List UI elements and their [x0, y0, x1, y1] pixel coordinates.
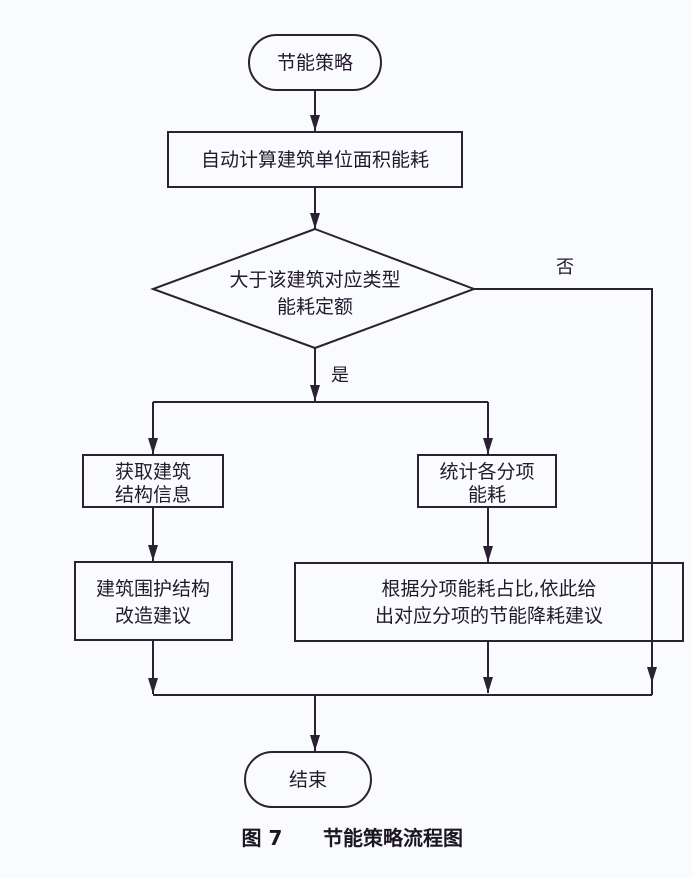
- arrowhead-icon: [647, 667, 657, 683]
- figure-caption: 节能策略流程图: [323, 826, 463, 850]
- start-label: 节能策略: [277, 52, 353, 74]
- decision-label-line-1: 大于该建筑对应类型: [229, 269, 400, 291]
- stat-items-label-line-2: 能耗: [468, 484, 506, 506]
- figure-number: 图 7: [242, 826, 283, 850]
- get-structure-label-line-1: 获取建筑: [115, 461, 191, 483]
- item-advice-label-line-2: 出对应分项的节能降耗建议: [375, 605, 603, 627]
- get-structure-label-line-2: 结构信息: [115, 484, 191, 506]
- envelope-advice-box: 建筑围护结构 改造建议: [74, 561, 233, 641]
- stat-items-label-line-1: 统计各分项: [439, 461, 534, 483]
- item-advice-label-line-1: 根据分项能耗占比,依此给: [381, 578, 596, 600]
- envelope-advice-label-line-1: 建筑围护结构: [96, 578, 210, 600]
- yes-label: 是: [331, 365, 349, 386]
- arrowhead-icon: [148, 678, 158, 694]
- get-structure-box: 获取建筑 结构信息: [82, 454, 224, 508]
- no-branch-line: [474, 288, 653, 683]
- arrowhead-icon: [483, 546, 493, 562]
- no-label: 否: [556, 257, 574, 278]
- item-advice-box: 根据分项能耗占比,依此给 出对应分项的节能降耗建议: [294, 562, 684, 642]
- arrowhead-icon: [148, 438, 158, 454]
- start-terminator: 节能策略: [248, 34, 382, 91]
- calc-process-box: 自动计算建筑单位面积能耗: [167, 131, 463, 188]
- decision-label-line-2: 能耗定额: [277, 296, 353, 318]
- stat-items-box: 统计各分项 能耗: [417, 454, 557, 508]
- arrowhead-icon: [310, 213, 320, 229]
- arrowhead-icon: [483, 438, 493, 454]
- arrowhead-icon: [310, 735, 320, 751]
- end-terminator: 结束: [244, 751, 372, 808]
- arrowhead-icon: [310, 115, 320, 131]
- end-label: 结束: [289, 769, 327, 791]
- arrowhead-icon: [483, 677, 493, 693]
- arrowhead-icon: [310, 385, 320, 401]
- decision-diamond: 大于该建筑对应类型 能耗定额: [150, 227, 477, 350]
- envelope-advice-label-line-2: 改造建议: [115, 605, 191, 627]
- calc-label: 自动计算建筑单位面积能耗: [201, 149, 429, 171]
- arrowhead-icon: [148, 545, 158, 561]
